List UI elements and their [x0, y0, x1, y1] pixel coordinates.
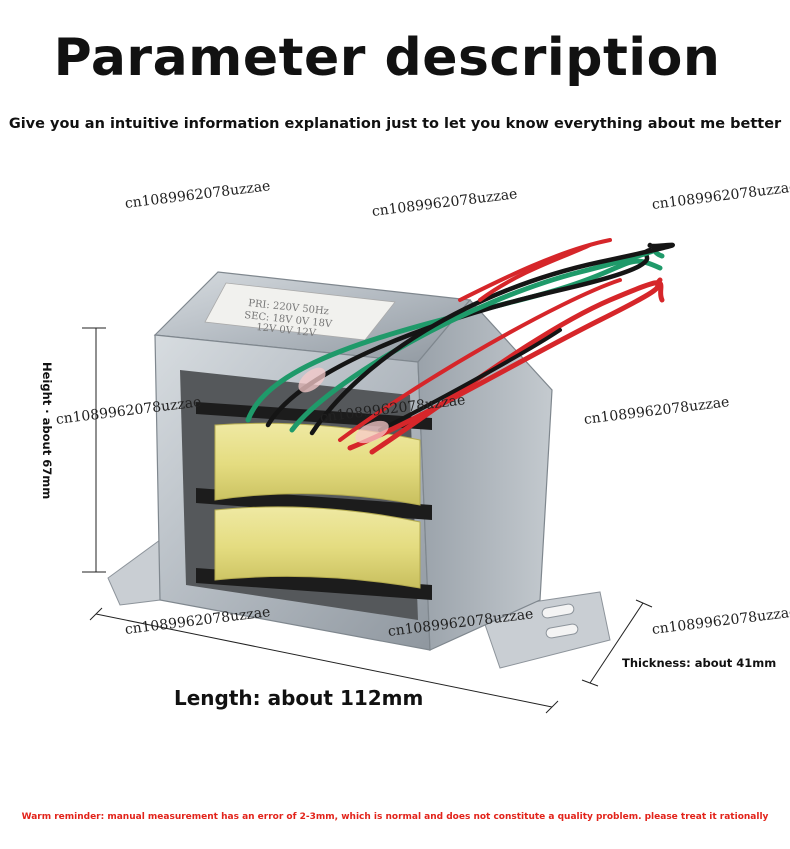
primary-coil — [214, 422, 421, 506]
warm-reminder: Warm reminder: manual measurement has an… — [21, 812, 769, 822]
frame-side — [417, 299, 553, 651]
left-foot — [107, 539, 161, 606]
foot-slot — [545, 623, 579, 639]
length-dimension-label: Length: about 112mm — [174, 686, 424, 710]
lead-wires — [245, 238, 675, 455]
secondary-coil — [214, 506, 421, 589]
dimension-lines — [82, 327, 653, 714]
page-title: Parameter description — [53, 28, 721, 88]
heat-shrink-sleeve — [298, 367, 326, 393]
bobbin-flange — [196, 488, 432, 520]
thickness-dimension-label: Thickness: about 41mm — [622, 656, 777, 670]
height-dimension-label: Height · about 67mm — [40, 362, 54, 500]
page-subtitle: Give you an intuitive information explan… — [8, 116, 782, 132]
foot-slot — [541, 603, 575, 619]
heat-shrink-sleeve — [355, 420, 389, 444]
